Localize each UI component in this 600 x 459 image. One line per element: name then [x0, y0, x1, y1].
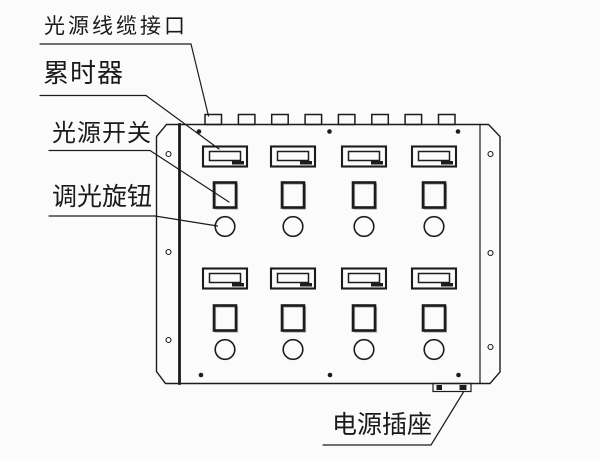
callouts [39, 43, 465, 446]
timer-display-window [417, 150, 451, 162]
timer-display-window [208, 272, 242, 284]
light-switch [212, 181, 238, 209]
light-switch-shadow [214, 183, 239, 210]
timer-display [340, 267, 388, 290]
screw-dot [198, 372, 204, 378]
timer-display-mark [300, 161, 312, 165]
light-switch [212, 304, 238, 332]
timer-display [410, 267, 458, 290]
timer-display-window [417, 272, 451, 284]
light-switch [351, 181, 377, 209]
timer-display [201, 267, 249, 290]
light-switch-shadow [353, 183, 378, 210]
screw-dot [455, 129, 461, 134]
power-socket-pin [459, 385, 467, 390]
control-unit [340, 267, 388, 361]
screw-hole [165, 248, 172, 256]
light-switch-shadow [423, 306, 448, 333]
timer-display [201, 145, 249, 168]
timer-display-mark [232, 283, 244, 287]
cable-connector-tab [371, 113, 390, 126]
power-socket [432, 382, 472, 393]
dimmer-knob [214, 215, 236, 238]
panel-outline [155, 123, 501, 385]
timer-display-window [276, 150, 310, 162]
light-switch-shadow [282, 306, 307, 333]
label-cable-interface: 光源线缆接口 [44, 14, 188, 38]
dimmer-knob [423, 338, 445, 361]
light-switch [351, 304, 377, 332]
screw-hole [487, 249, 494, 257]
light-switch [280, 181, 306, 209]
screw-hole [487, 150, 494, 158]
timer-display [269, 267, 317, 290]
timer-display [410, 145, 458, 168]
dimmer-knob [214, 338, 236, 361]
screw-hole [165, 150, 172, 158]
leader-line [154, 215, 219, 227]
dimmer-knob [353, 215, 375, 238]
cable-connector-tab [404, 113, 423, 126]
light-switch-shadow [282, 183, 307, 210]
screw-dot [456, 372, 461, 378]
light-switch-shadow [353, 306, 378, 333]
control-unit [201, 267, 249, 361]
light-switch-shadow [214, 306, 239, 333]
dimmer-knob [282, 338, 304, 361]
timer-display-mark [232, 161, 244, 165]
cable-connector-tab [437, 113, 456, 126]
timer-display [269, 145, 317, 168]
label-timer: 累时器 [43, 59, 125, 88]
cable-connector-tab [270, 113, 289, 126]
timer-display-window [347, 150, 381, 162]
timer-display-mark [371, 283, 383, 287]
light-switch-shadow [423, 183, 448, 210]
control-unit [269, 145, 317, 238]
control-panel [155, 113, 501, 393]
light-switch [421, 304, 447, 332]
label-light-switch: 光源开关 [52, 121, 152, 147]
leader-line [430, 391, 465, 446]
front-screw-dots [196, 129, 461, 378]
cable-connector-tabs [204, 113, 456, 126]
cable-connector-tab [304, 113, 323, 126]
leader-line [190, 43, 210, 117]
timer-display-mark [441, 161, 453, 165]
light-switch [280, 304, 306, 332]
dimmer-knob [353, 338, 375, 361]
timer-display [340, 145, 388, 168]
screw-dot [327, 372, 333, 378]
control-unit [410, 267, 458, 361]
timer-display-mark [371, 161, 383, 165]
timer-display-mark [441, 283, 453, 287]
timer-display-window [347, 272, 381, 284]
label-dimmer-knob: 调光旋钮 [52, 184, 153, 211]
screw-dot [196, 129, 202, 134]
flange-screw-holes [165, 150, 494, 351]
power-socket-body [432, 382, 472, 393]
screw-dot [327, 129, 332, 134]
leader-line [145, 94, 220, 150]
cable-connector-tab [204, 113, 223, 126]
control-unit [269, 267, 317, 361]
timer-display-window [276, 272, 310, 284]
cable-connector-tab [337, 113, 356, 126]
control-unit [340, 145, 388, 238]
dimmer-knob [423, 215, 445, 238]
light-switch [421, 181, 447, 209]
control-unit [410, 145, 458, 238]
timer-display-window [208, 150, 242, 162]
screw-hole [487, 343, 494, 351]
label-power-socket: 电源插座 [332, 412, 433, 439]
cable-connector-tab [237, 113, 256, 126]
control-unit [201, 145, 249, 238]
power-socket-pin [436, 385, 442, 390]
timer-display-mark [300, 283, 312, 287]
screw-hole [165, 336, 172, 344]
leader-line [149, 149, 230, 203]
dimmer-knob [282, 215, 304, 238]
